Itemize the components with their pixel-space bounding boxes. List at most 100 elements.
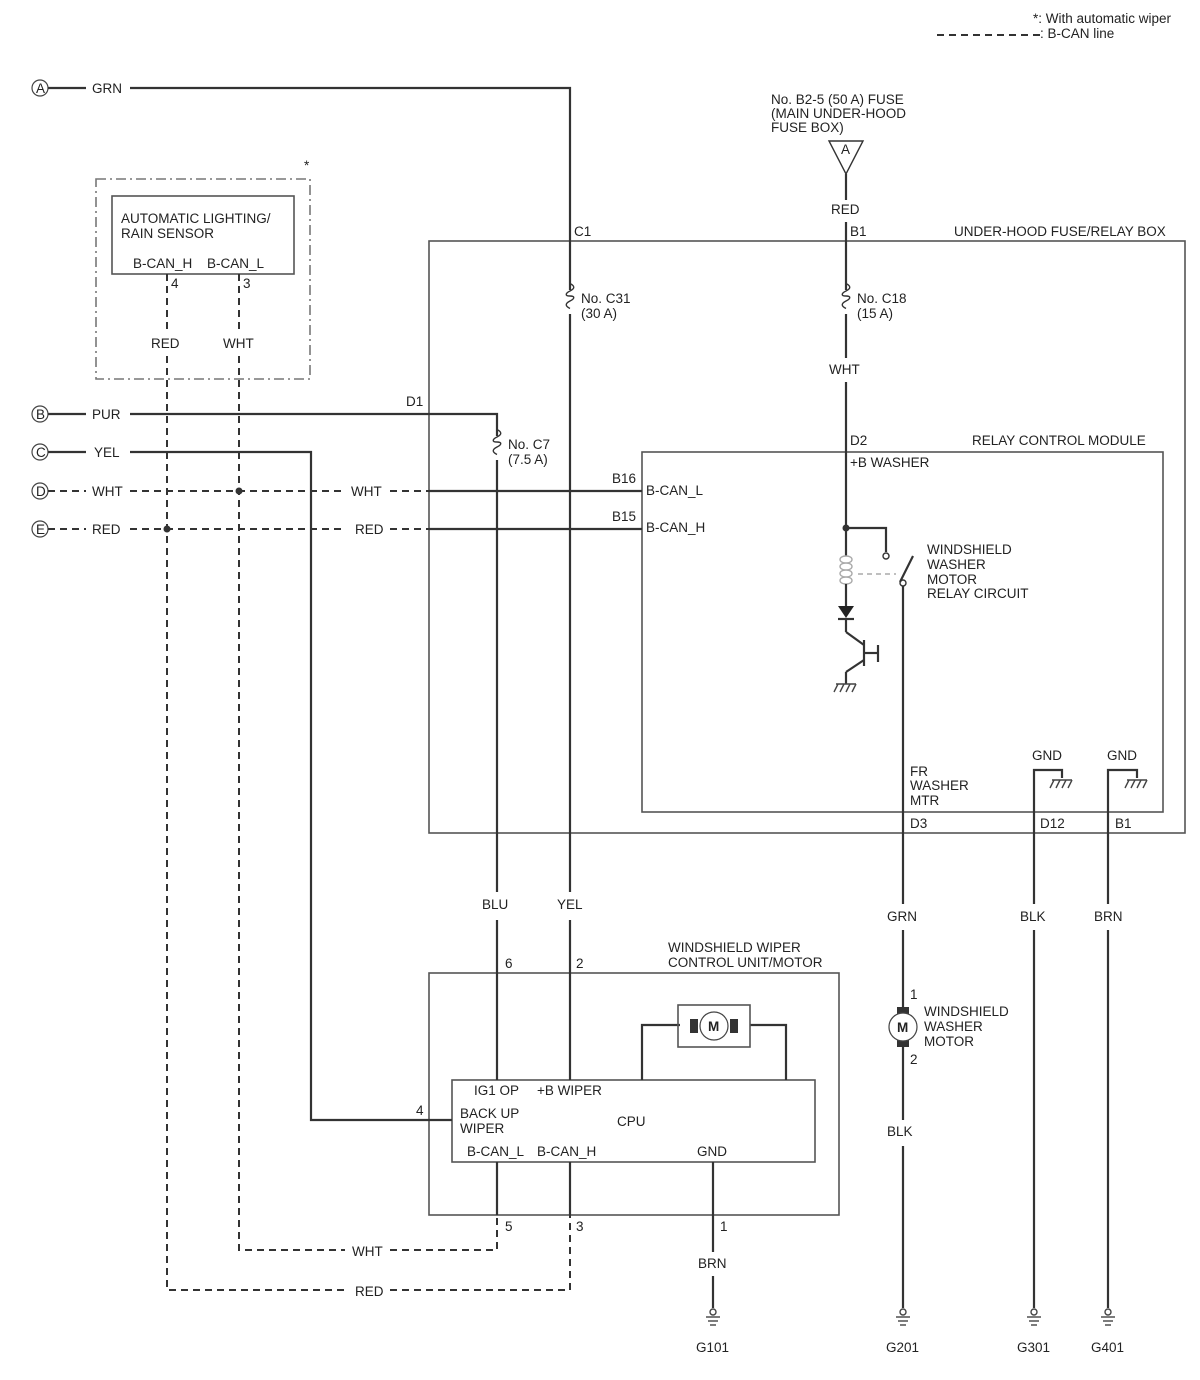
sensor-pin-3: 3	[243, 276, 251, 291]
washer-motor-symbol: M	[897, 1020, 908, 1035]
terminal-d12: D12	[1040, 816, 1065, 831]
ground-g301-label: G301	[1017, 1340, 1050, 1355]
fuse-c18-name: No. C18	[857, 291, 907, 306]
connector-e: E	[31, 520, 49, 538]
wiper-unit-title-line2: CONTROL UNIT/MOTOR	[668, 955, 823, 970]
relay-label-line4: RELAY CIRCUIT	[927, 586, 1029, 601]
wire-yel: YEL	[557, 897, 583, 912]
terminal-c1: C1	[574, 224, 591, 239]
svg-text:B: B	[36, 407, 45, 422]
wiper-pin-6-num: 6	[505, 956, 513, 971]
svg-text:E: E	[36, 522, 45, 537]
wire-yel-c: YEL	[94, 445, 120, 460]
wiper-pin-5-num: 5	[505, 1219, 513, 1234]
wiper-pin-1-num: 1	[720, 1219, 728, 1234]
wire-blu: BLU	[482, 897, 508, 912]
relay-label-line3: MOTOR	[927, 572, 977, 587]
main-fuse-triangle-label: A	[841, 142, 850, 157]
wire-blk-d12: BLK	[1020, 909, 1046, 924]
svg-text:D: D	[36, 484, 46, 499]
ground-g401-label: G401	[1091, 1340, 1124, 1355]
legend: *: With automatic wiper : B-CAN line	[937, 11, 1172, 41]
relay-pin-bcan-h: B-CAN_H	[646, 520, 705, 535]
terminal-b1-bottom: B1	[1115, 816, 1132, 831]
terminal-d2: D2	[850, 433, 867, 448]
wire-brn-b1: BRN	[1094, 909, 1123, 924]
wire-blk-motor: BLK	[887, 1124, 913, 1139]
main-fuse-line2: (MAIN UNDER-HOOD	[771, 106, 906, 121]
washer-motor-icon: M	[888, 1007, 918, 1047]
wiper-cpu-label: CPU	[617, 1114, 646, 1129]
wire-wht-sensor: WHT	[223, 336, 254, 351]
svg-text:C: C	[36, 445, 46, 460]
relay-gnd-2-icon	[1124, 779, 1148, 789]
wiper-pin-b-wiper: +B WIPER	[537, 1083, 602, 1098]
under-hood-fuse-relay-box	[428, 240, 1186, 834]
relay-pin-bcan-l: B-CAN_L	[646, 483, 704, 498]
washer-motor-label-line1: WINDSHIELD	[924, 1004, 1009, 1019]
wire-wht-d-2: WHT	[351, 484, 382, 499]
legend-bcan-note: : B-CAN line	[1040, 26, 1114, 41]
wiper-backup-line1: BACK UP	[460, 1106, 519, 1121]
sensor-optional-boundary	[95, 178, 311, 380]
main-fuse-b2-5: No. B2-5 (50 A) FUSE (MAIN UNDER-HOOD FU…	[771, 92, 906, 176]
fuse-c31-rating: (30 A)	[581, 306, 617, 321]
ground-g201-label: G201	[886, 1340, 919, 1355]
fuse-c31-name: No. C31	[581, 291, 631, 306]
terminal-d3: D3	[910, 816, 927, 831]
ground-g401-icon	[1100, 1308, 1116, 1326]
relay-fr-line1: FR	[910, 764, 928, 779]
washer-motor-pin-2: 2	[910, 1052, 918, 1067]
sensor-pin-4: 4	[171, 276, 179, 291]
relay-fr-line2: WASHER	[910, 778, 969, 793]
ground-g201-icon	[895, 1308, 911, 1326]
sensor-pin-bcan-l: B-CAN_L	[207, 256, 265, 271]
relay-gnd-1: GND	[1032, 748, 1062, 763]
wiper-motor-icon: M	[640, 1004, 788, 1080]
ground-g101-label: G101	[696, 1340, 729, 1355]
wire-pur-b: PUR	[92, 407, 121, 422]
relay-module-title: RELAY CONTROL MODULE	[972, 433, 1146, 448]
wire-red-fuse: RED	[831, 202, 860, 217]
rain-sensor-box	[111, 195, 295, 275]
connector-d: D	[31, 482, 49, 500]
ground-g101-icon	[705, 1308, 721, 1326]
wire-grn-motor: GRN	[887, 909, 917, 924]
wire-wht-c18: WHT	[829, 362, 860, 377]
terminal-b15: B15	[612, 509, 636, 524]
wire-wht-bottom: WHT	[352, 1244, 383, 1259]
connector-a: A	[31, 79, 49, 97]
wire-red-e: RED	[92, 522, 121, 537]
wiper-backup-line2: WIPER	[460, 1121, 505, 1136]
terminal-b16: B16	[612, 471, 636, 486]
washer-motor-label-line3: MOTOR	[924, 1034, 974, 1049]
fuse-c7-rating: (7.5 A)	[508, 452, 548, 467]
wiper-pin-3-num: 3	[576, 1219, 584, 1234]
terminal-b1-top: B1	[850, 224, 867, 239]
sensor-pin-bcan-h: B-CAN_H	[133, 256, 192, 271]
svg-text:A: A	[36, 81, 45, 96]
fuse-c7-name: No. C7	[508, 437, 550, 452]
wiper-unit-title-line1: WINDSHIELD WIPER	[668, 940, 801, 955]
wiper-pin-gnd: GND	[697, 1144, 727, 1159]
relay-gnd-1-icon	[1049, 779, 1073, 789]
main-fuse-line1: No. B2-5 (50 A) FUSE	[771, 92, 904, 107]
wire-grn-a: GRN	[92, 81, 122, 96]
sensor-asterisk: *	[304, 158, 310, 173]
washer-relay-icon	[833, 524, 914, 693]
relay-pin-b-washer: +B WASHER	[850, 455, 930, 470]
wiper-pin-4-num: 4	[416, 1103, 424, 1118]
wire-red-bottom: RED	[355, 1284, 384, 1299]
sensor-label-line1: AUTOMATIC LIGHTING/	[121, 211, 271, 226]
wiper-pin-bcan-l: B-CAN_L	[467, 1144, 525, 1159]
sensor-label-line2: RAIN SENSOR	[121, 226, 214, 241]
washer-motor-label-line2: WASHER	[924, 1019, 983, 1034]
relay-label-line1: WINDSHIELD	[927, 542, 1012, 557]
under-hood-box-title: UNDER-HOOD FUSE/RELAY BOX	[954, 224, 1166, 239]
main-fuse-line3: FUSE BOX)	[771, 120, 844, 135]
wire-wht-d: WHT	[92, 484, 123, 499]
legend-auto-wiper-note: *: With automatic wiper	[1033, 11, 1172, 26]
wiper-control-unit-box	[428, 972, 840, 1216]
relay-label-line2: WASHER	[927, 557, 986, 572]
